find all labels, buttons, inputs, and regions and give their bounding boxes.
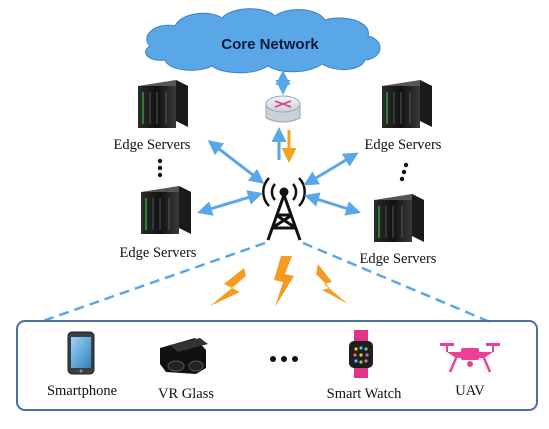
lightning-icon-center <box>274 256 294 307</box>
edge-servers-label-bottom-right: Edge Servers <box>360 251 437 267</box>
lightning-icon-right <box>316 264 348 304</box>
edge-servers-label-top-left: Edge Servers <box>114 137 191 153</box>
device-label-smartphone: Smartphone <box>47 383 117 399</box>
device-label-smart-watch: Smart Watch <box>327 386 402 402</box>
link-arrow-top-right <box>303 152 359 186</box>
vr-glass-icon <box>160 338 208 374</box>
lightning-icon-left <box>210 268 246 306</box>
ellipsis-dots-left <box>157 158 163 178</box>
cell-tower-icon <box>262 177 306 241</box>
edge-server-icon-bottom-right <box>374 194 424 242</box>
smartphone-icon <box>67 331 95 375</box>
smart-watch-icon <box>349 330 373 378</box>
coverage-line-left <box>39 241 266 324</box>
link-arrow-top-left <box>207 140 265 184</box>
device-label-uav: UAV <box>455 383 485 399</box>
edge-servers-label-top-right: Edge Servers <box>365 137 442 153</box>
uav-icon <box>440 343 500 373</box>
edge-server-icon-top-left <box>138 80 188 128</box>
router-icon <box>265 95 301 123</box>
device-label-vr-glass: VR Glass <box>158 386 214 402</box>
ellipsis-dots-right <box>399 162 409 182</box>
link-arrow-bottom-right <box>304 192 361 216</box>
link-arrow-bottom-left <box>197 190 263 216</box>
edge-server-icon-top-right <box>382 80 432 128</box>
edge-servers-label-bottom-left: Edge Servers <box>120 245 197 261</box>
coverage-line-right <box>302 241 491 324</box>
device-box <box>16 320 538 411</box>
edge-server-icon-bottom-left <box>141 186 191 234</box>
core-network-cloud: Core Network <box>145 8 381 74</box>
more-devices-ellipsis <box>270 356 298 362</box>
core-network-label: Core Network <box>221 36 319 53</box>
